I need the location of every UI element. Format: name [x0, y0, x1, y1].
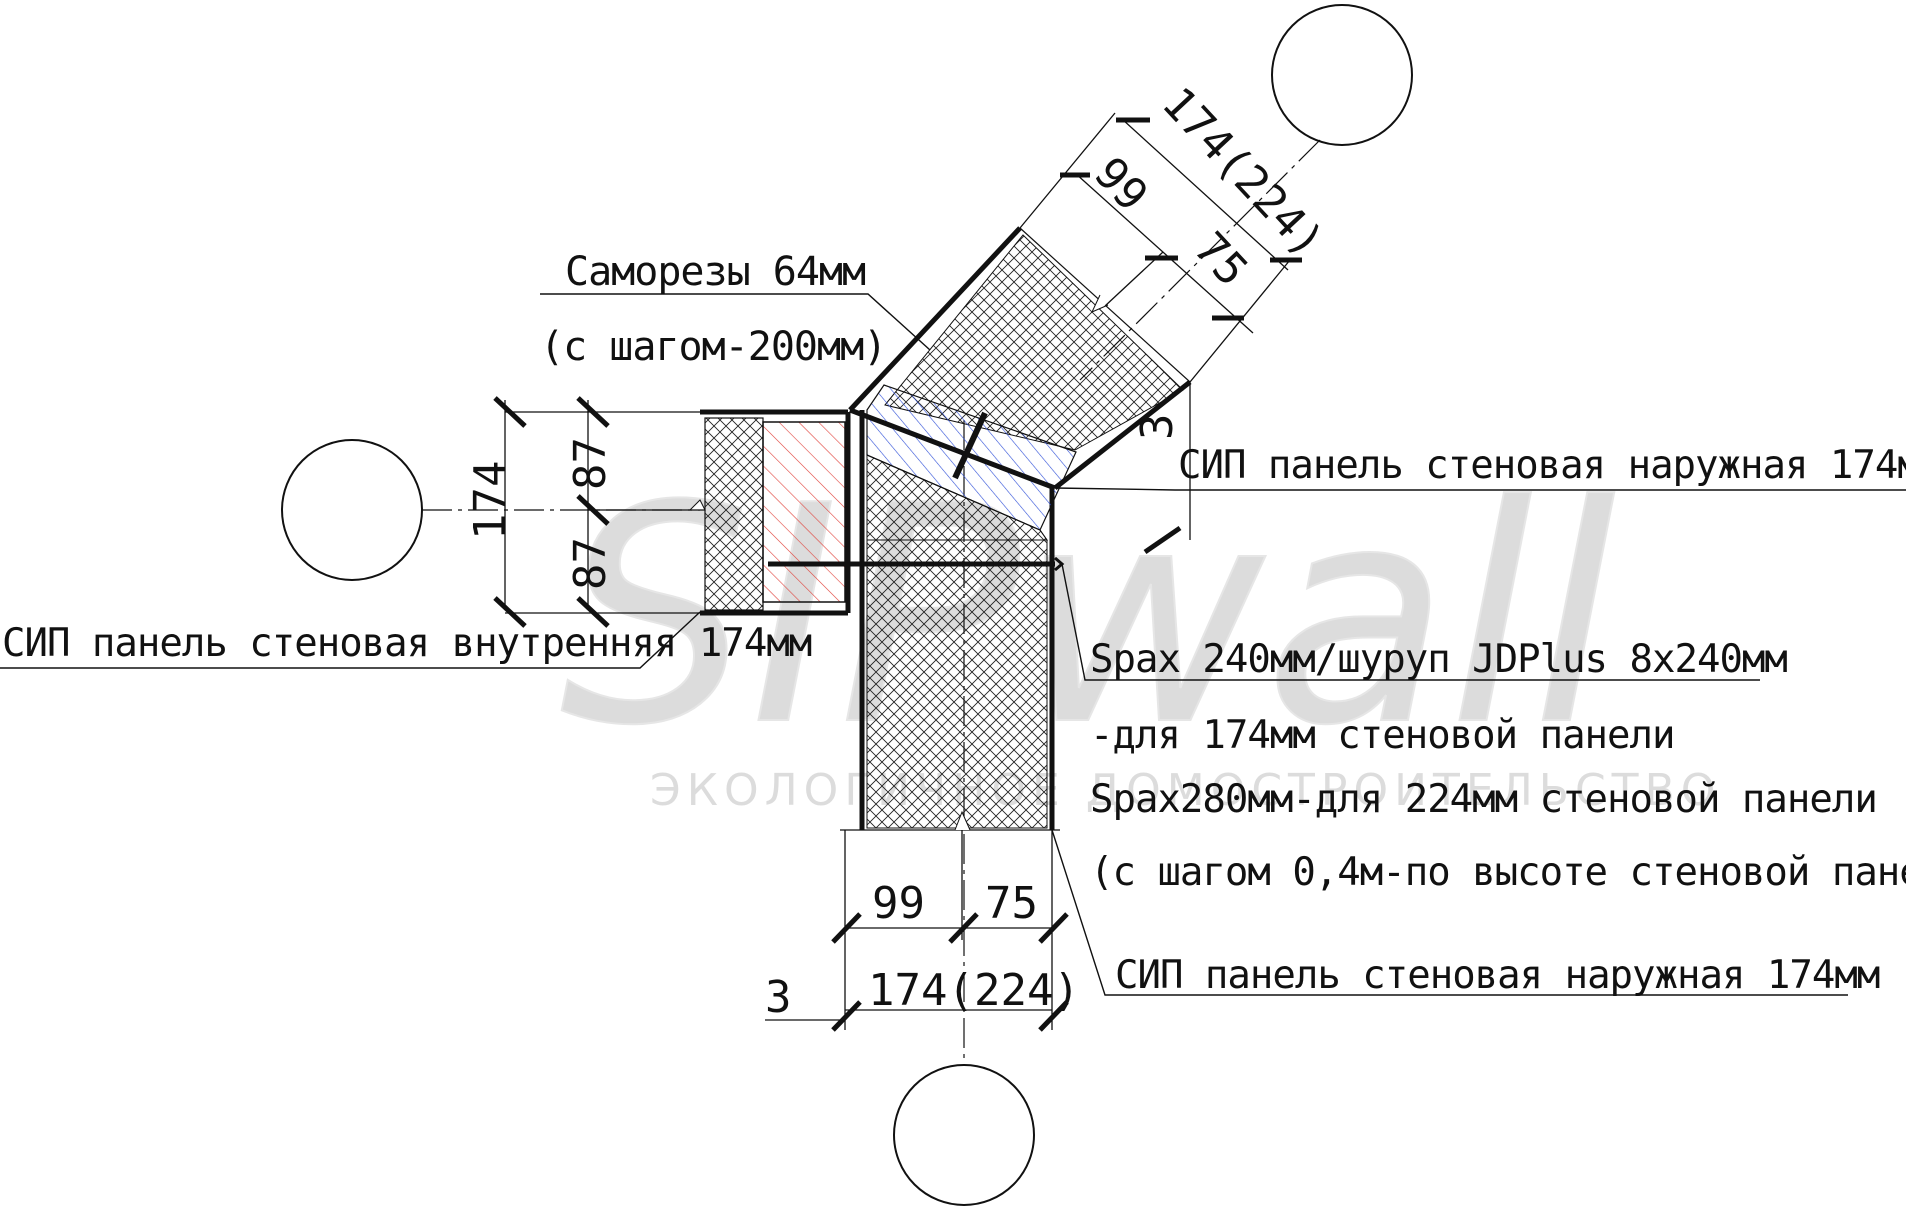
label-spax-line2: -для 174мм стеновой панели [1090, 713, 1674, 758]
dim-left-total: 174 [465, 461, 516, 540]
label-screws-line1: Саморезы 64мм [565, 249, 866, 295]
callout-labels: Саморезы 64мм (с шагом-200мм) СИП панель… [2, 249, 1906, 998]
dimension-ticks [493, 117, 1302, 1032]
dim-bottom-part1: 99 [872, 878, 925, 929]
leader-screws [540, 293, 931, 351]
dim-top-part1: 99 [1084, 148, 1157, 222]
axis-circle-bottom [893, 1064, 1035, 1206]
dim-bottom-part2: 75 [985, 878, 1038, 929]
label-outer-panel-top: СИП панель стеновая наружная 174мм (224м… [1178, 443, 1906, 488]
dim-top-total: 174(224) [1152, 78, 1334, 268]
dim-left-lower: 87 [565, 537, 616, 590]
label-outer-panel-bottom: СИП панель стеновая наружная 174мм (224м… [1115, 953, 1906, 998]
label-inner-panel: СИП панель стеновая внутренняя 174мм [2, 621, 812, 666]
label-spax-line4: (с шагом 0,4м-по высоте стеновой панели) [1090, 850, 1906, 895]
axis-circle-top [1271, 4, 1413, 146]
inner-panel [688, 409, 851, 616]
self-tapping-screw [952, 411, 988, 480]
dim-left-upper: 87 [565, 437, 616, 490]
leader-spax [1061, 563, 1760, 681]
outer-panel-vertical [840, 410, 1060, 831]
label-spax-line1: Spax 240мм/шуруп JDPlus 8x240мм [1090, 637, 1787, 682]
leader-inner [0, 611, 701, 669]
dim-top-part2: 75 [1184, 223, 1257, 297]
watermark-slogan: ЭКОЛОГИЧНОЕ ДОМОСТРОИТЕЛЬСТВО [650, 765, 1721, 816]
dim-top-gap: 3 [1132, 414, 1183, 441]
dim-bottom-gap: 3 [765, 972, 792, 1023]
leader-outer-bottom [1051, 829, 1848, 996]
label-screws-line2: (с шагом-200мм) [540, 324, 886, 370]
leader-lines [0, 293, 1906, 996]
axis-circle-left [281, 439, 423, 581]
outer-panel-angled [848, 226, 1192, 541]
dim-bottom-total: 174(224) [868, 965, 1080, 1016]
label-spax-line3: Spax280мм-для 224мм стеновой панели [1090, 777, 1877, 822]
